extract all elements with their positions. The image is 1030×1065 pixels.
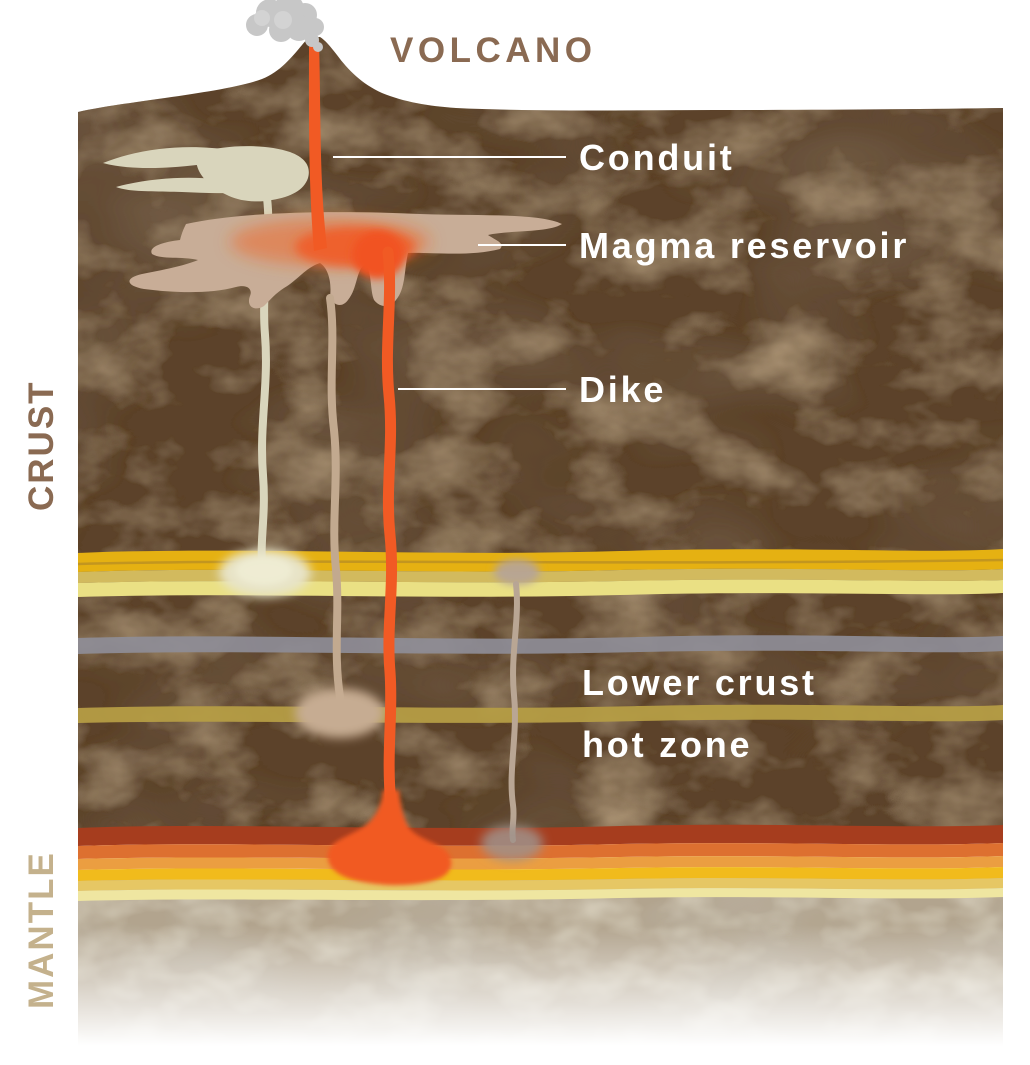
magma-layer — [230, 40, 452, 886]
tan-dike — [326, 294, 344, 701]
right-tan-dike-bottom-blob — [481, 825, 543, 861]
lower-crust-hot-zone-label-line2: hot zone — [582, 724, 752, 765]
mantle-fade — [78, 874, 1003, 1050]
cream-sill-main — [195, 146, 309, 202]
band-moho-amber — [78, 878, 1003, 891]
cream-intrusion — [103, 146, 311, 597]
smoke-puff — [286, 15, 312, 41]
smoke-puff-light — [274, 11, 292, 29]
band-gray — [78, 635, 1003, 654]
band-gold — [78, 549, 1003, 572]
smoke-plume-icon — [246, 0, 324, 52]
orange-dike — [381, 246, 398, 811]
band-gold-dark-line — [77, 558, 1004, 566]
band-moho-red — [78, 824, 1003, 846]
band-pale-yellow — [78, 579, 1003, 597]
cream-dike-terminus-core — [236, 557, 292, 585]
band-moho-gold — [78, 867, 1003, 881]
mantle-side-label: MANTLE — [22, 851, 61, 1009]
mantle-layer — [78, 874, 1003, 1050]
tan-dike-terminus — [295, 688, 385, 738]
magma-reservoir-label: Magma reservoir — [579, 225, 909, 266]
band-moho-light-orange — [78, 856, 1003, 870]
smoke-puff-light — [254, 10, 270, 26]
callout-leaders — [333, 156, 566, 390]
conduit-shape — [308, 40, 327, 251]
band-moho-orange — [78, 843, 1003, 859]
conduit-label: Conduit — [579, 137, 735, 178]
orange-dike-terminus — [327, 790, 452, 886]
crust-side-label: CRUST — [22, 380, 61, 511]
diagram-title: VOLCANO — [390, 31, 597, 70]
right-tan-dike-top-blob — [494, 559, 540, 585]
dike-label: Dike — [579, 369, 666, 410]
reservoir-glow-core — [352, 231, 404, 279]
band-moho-pale — [78, 888, 1003, 901]
lower-crust-hot-zone-label-line1: Lower crust — [582, 662, 817, 703]
right-tan-dike — [508, 581, 520, 843]
smoke-puff — [313, 42, 323, 52]
